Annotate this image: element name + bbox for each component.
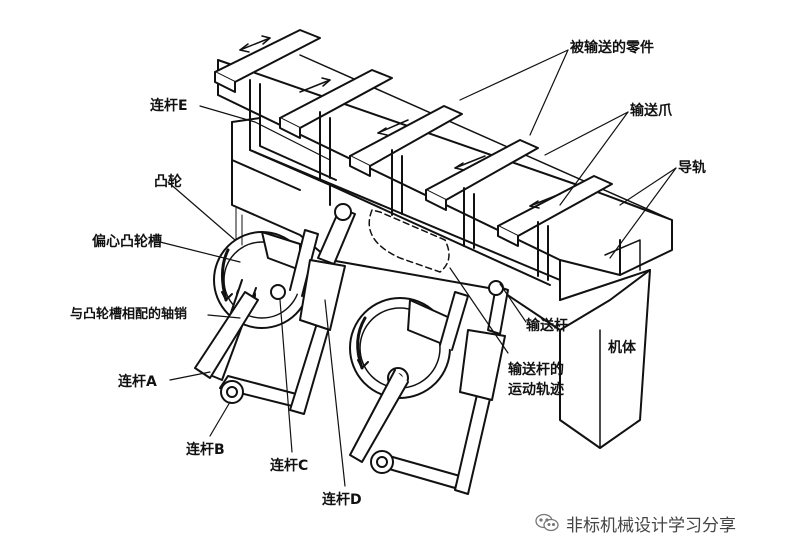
conveyor-rod: [249, 79, 561, 301]
right-cam-assembly: [349, 291, 469, 463]
part-5: [497, 175, 613, 237]
label-machine-body: 机体: [608, 340, 636, 356]
watermark-text: 非标机械设计学习分享: [566, 515, 736, 536]
part-3: [349, 105, 463, 167]
rod-trajectory: [368, 209, 450, 273]
left-links: [194, 203, 356, 415]
label-trajectory-line1: 输送杆的: [508, 362, 564, 378]
label-conveying-claw: 输送爪: [630, 103, 672, 119]
part-4: [425, 139, 539, 201]
label-conveyor-rod: 输送杆: [526, 318, 568, 334]
part-2: [279, 69, 393, 129]
motion-arrows: [239, 35, 561, 209]
right-links: [370, 280, 509, 495]
label-trajectory-line2: 运动轨迹: [508, 382, 564, 398]
machine-body: [231, 117, 651, 449]
label-link-d: 连杆D: [322, 492, 362, 508]
label-cam: 凸轮: [154, 174, 182, 190]
label-pin-matching-groove: 与凸轮槽相配的轴销: [70, 307, 188, 322]
label-link-a: 连杆A: [118, 374, 157, 390]
label-link-b: 连杆B: [186, 442, 225, 458]
label-eccentric-cam-groove: 偏心凸轮槽: [92, 234, 162, 250]
wechat-icon: [535, 513, 559, 532]
leader-lines: [159, 49, 677, 487]
label-link-c: 连杆C: [270, 458, 309, 474]
label-conveyed-parts: 被输送的零件: [570, 40, 654, 56]
label-guide-rail: 导轨: [678, 160, 706, 176]
label-link-e: 连杆E: [150, 98, 188, 114]
watermark: 非标机械设计学习分享: [534, 510, 736, 536]
conveyed-parts: [214, 29, 613, 247]
link-d-shape: [317, 207, 356, 265]
link-c-shape: [289, 319, 331, 415]
